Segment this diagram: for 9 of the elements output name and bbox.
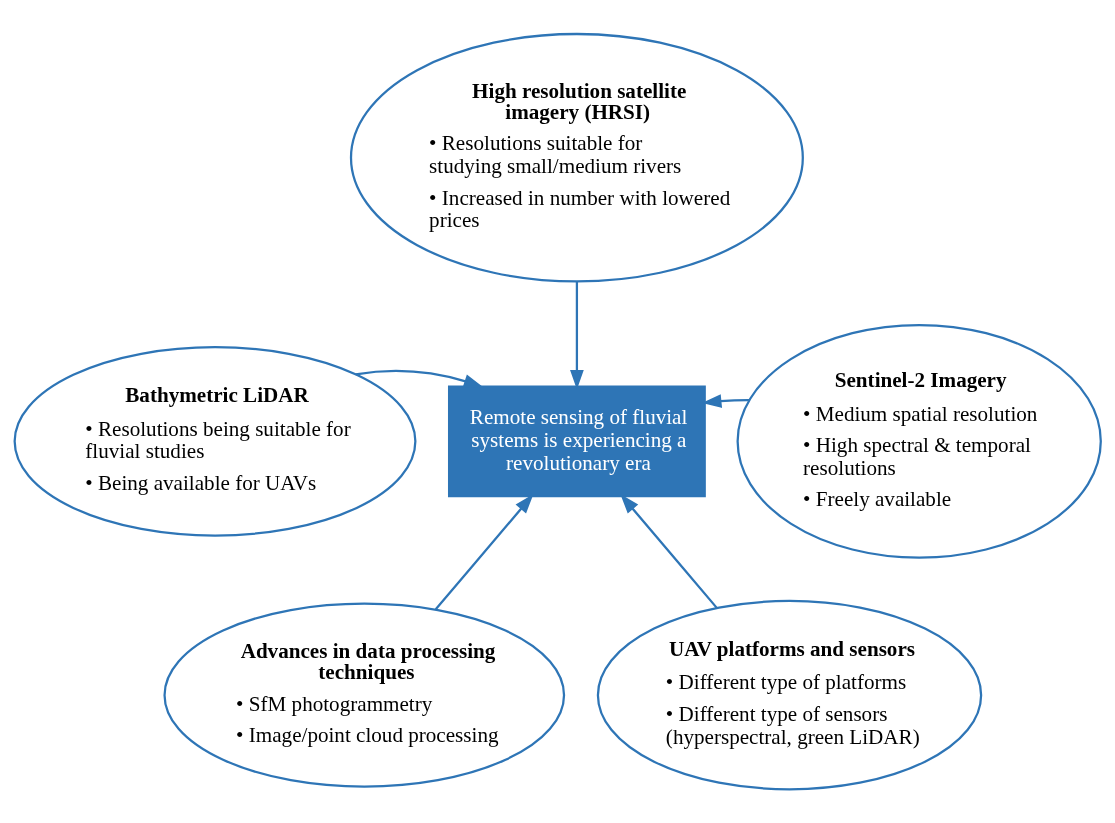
arrow [620,494,718,609]
node-ellipse: Sentinel-2 Imagery • Medium spatial resolution • High spectral & temporal resolutions • Freely available [736,323,1102,559]
node-ellipse: Bathymetric LiDAR • Resolutions being suitable for fluvial studies • Being available for UAVs [13,346,417,537]
arrow [434,494,534,611]
node-box: Remote sensing of fluvial systems is experiencing a revolutionary era [447,385,706,498]
arrow [355,369,484,388]
node-ellipse: Advances in data processing techniques • SfM photogrammetry • Image/point cloud processing [163,602,566,788]
node-ellipse: UAV platforms and sensors • Different type of platforms • Different type of sensors (hyperspectral, green LiDAR) [596,599,983,791]
node-ellipse: High resolution satellite imagery (HRSI) • Resolutions suitable for studying small/medium rivers • Increased in number with lowered prices [349,32,804,283]
